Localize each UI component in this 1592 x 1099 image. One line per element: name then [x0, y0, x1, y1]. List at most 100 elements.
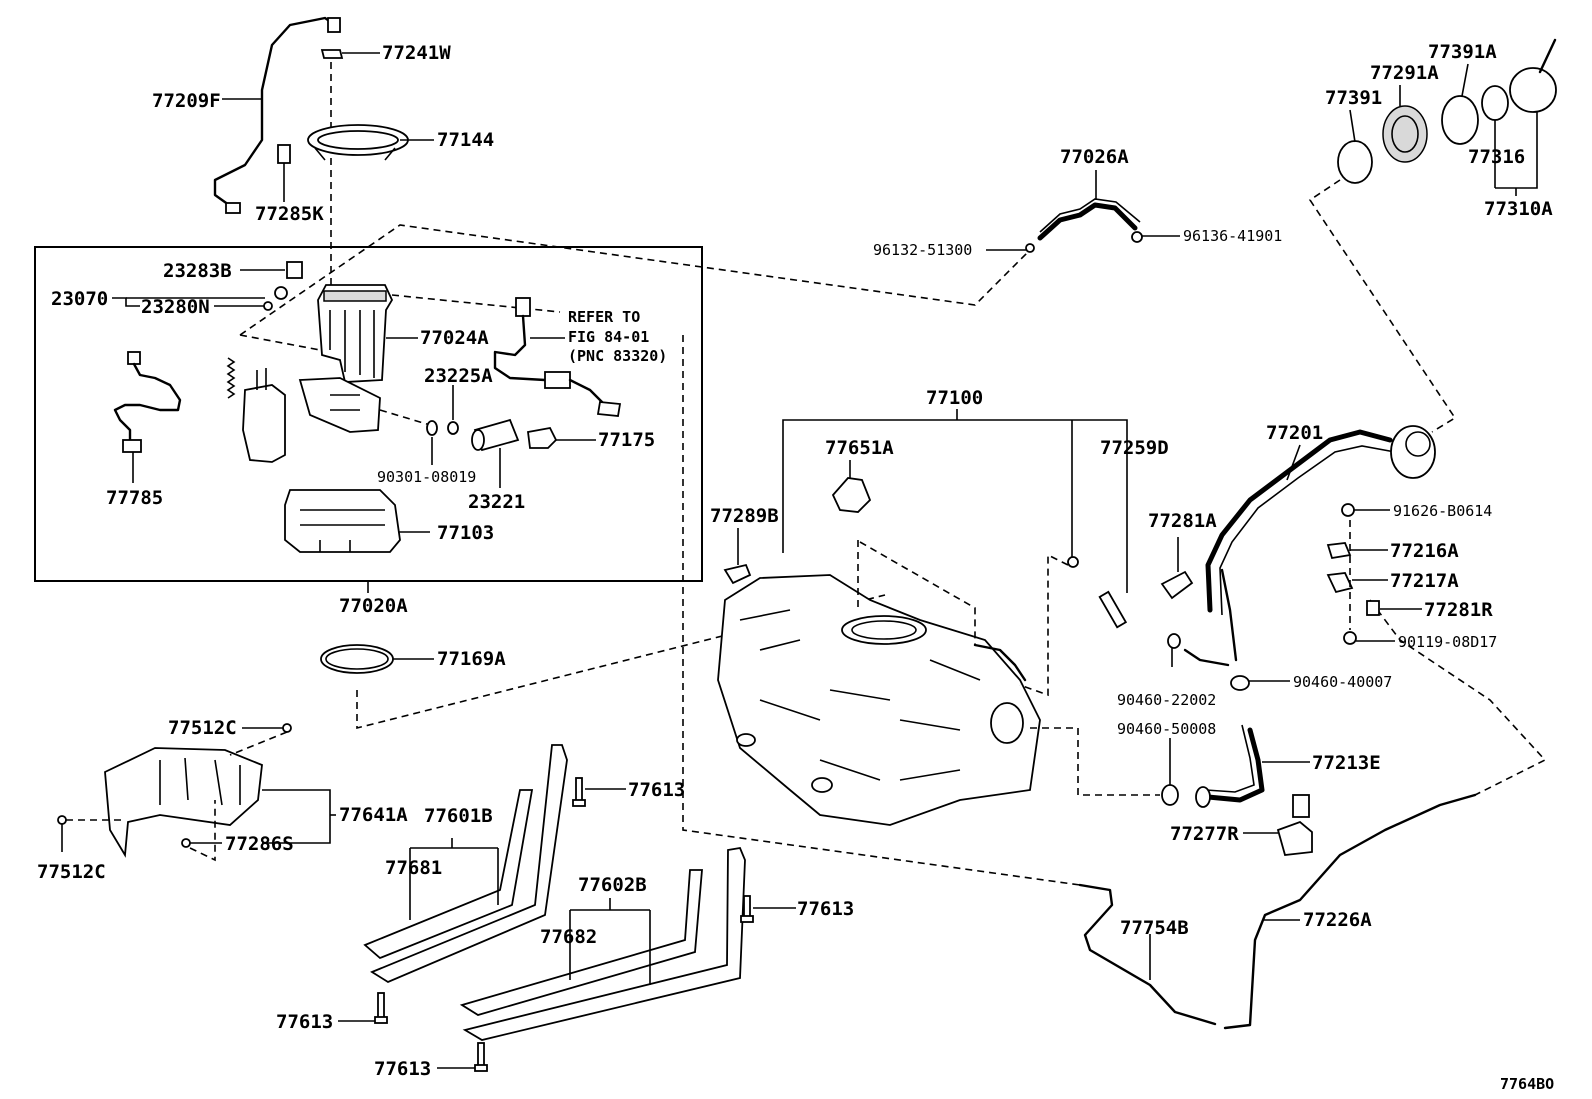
- cap-77310a: [1509, 67, 1557, 113]
- bolt-91626-b0614: [1341, 503, 1355, 517]
- gasket-77391a: [1441, 95, 1479, 145]
- label-90460-22002: 90460-22002: [1117, 691, 1216, 709]
- tube-77226a: [1223, 793, 1477, 1030]
- clamp-90460-50008: [1161, 784, 1179, 806]
- label-77144: 77144: [437, 129, 494, 151]
- label-91626-b0614: 91626-B0614: [1393, 502, 1492, 520]
- label-77681: 77681: [385, 857, 442, 879]
- label-77281r: 77281R: [1424, 599, 1493, 621]
- label-77216a: 77216A: [1390, 540, 1459, 562]
- bracket-77281a: [1160, 570, 1194, 600]
- bracket-77651a: [831, 477, 872, 513]
- label-77641a: 77641A: [339, 804, 408, 826]
- label-77785: 77785: [106, 487, 163, 509]
- oring-90301-08019: [426, 420, 438, 436]
- label-96136-41901: 96136-41901: [1183, 227, 1282, 245]
- part-23225a: [447, 421, 459, 435]
- bolt-77512c-top: [282, 723, 292, 733]
- label-77226a: 77226A: [1303, 909, 1372, 931]
- sender-gauge-77785: [113, 351, 182, 483]
- protector-77277r: [1276, 794, 1313, 856]
- label-77602b: 77602B: [578, 874, 647, 896]
- label-77613-c: 77613: [276, 1011, 333, 1033]
- label-77286s: 77286S: [225, 833, 294, 855]
- strap-77602b: [459, 846, 746, 1041]
- bracket-77175: [527, 426, 558, 449]
- wiring-harness: [493, 297, 622, 417]
- fuel-pump-module-77024a: [317, 284, 394, 383]
- diagram-code: 7764BO: [1500, 1075, 1554, 1093]
- label-77391: 77391: [1325, 87, 1382, 109]
- bolt-77613-b: [740, 895, 796, 923]
- part-23283b: [286, 261, 303, 279]
- label-77651a: 77651A: [825, 437, 894, 459]
- clip-77216a: [1326, 542, 1352, 560]
- clamp-96136-41901: [1131, 231, 1143, 243]
- label-77391a: 77391A: [1428, 41, 1497, 63]
- label-77281a: 77281A: [1148, 510, 1217, 532]
- label-90460-40007: 90460-40007: [1293, 673, 1392, 691]
- bolt-77613-a: [572, 777, 626, 807]
- label-77512c-top: 77512C: [168, 717, 237, 739]
- label-77291a: 77291A: [1370, 62, 1439, 84]
- part-23280n-ring: [274, 286, 288, 300]
- clamp-90460-40007: [1230, 675, 1250, 691]
- label-77169a: 77169A: [437, 648, 506, 670]
- bolt-77512c-bottom: [57, 815, 67, 825]
- clip-77217a: [1326, 572, 1354, 594]
- refer-line-3: (PNC 83320): [568, 347, 667, 365]
- clip-77289b: [723, 563, 752, 585]
- label-23280n: 23280N: [141, 296, 210, 318]
- clip-77259d: [1067, 556, 1079, 568]
- label-77512c-bottom: 77512C: [37, 861, 106, 883]
- breather-hose-77026a: [1037, 198, 1141, 241]
- spring-float: [226, 357, 286, 463]
- label-77754b: 77754B: [1120, 917, 1189, 939]
- label-77175: 77175: [598, 429, 655, 451]
- fuel-tank-77100: [717, 574, 1041, 826]
- gasket-77391: [1337, 140, 1373, 184]
- filler-cap-group: [1337, 38, 1557, 184]
- pump-bracket: [298, 377, 381, 433]
- label-77613-b: 77613: [797, 898, 854, 920]
- label-90119-08d17: 90119-08D17: [1398, 633, 1497, 651]
- refer-line-2: FIG 84-01: [568, 328, 649, 346]
- ring-77316: [1481, 85, 1509, 121]
- label-23221: 23221: [468, 491, 525, 513]
- bolt-77613-c: [338, 992, 388, 1024]
- label-77285k: 77285K: [255, 203, 324, 225]
- label-77100: 77100: [926, 387, 983, 409]
- label-77316: 77316: [1468, 146, 1525, 168]
- label-23283b: 23283B: [163, 260, 232, 282]
- label-77241w: 77241W: [382, 42, 451, 64]
- fuel-inlet-hose-77213e: [1195, 724, 1265, 808]
- fuel-line-77209f: [213, 16, 341, 214]
- label-77024a: 77024A: [420, 327, 489, 349]
- filler-pipe-77201: [1205, 425, 1436, 662]
- label-77209f: 77209F: [152, 90, 221, 112]
- label-77277r: 77277R: [1170, 823, 1239, 845]
- label-77289b: 77289B: [710, 505, 779, 527]
- label-96132-51300: 96132-51300: [873, 241, 972, 259]
- label-77613-d: 77613: [374, 1058, 431, 1080]
- label-77217a: 77217A: [1390, 570, 1459, 592]
- bolt-77613-d: [437, 1042, 488, 1072]
- refer-line-1: REFER TO: [568, 308, 640, 326]
- fuel-pump-23221: [471, 418, 520, 488]
- part-23280n: [263, 301, 273, 311]
- label-90460-50008: 90460-50008: [1117, 720, 1216, 738]
- lock-ring-77144: [307, 124, 409, 161]
- clamp-96132-51300: [1025, 243, 1035, 253]
- clip-77241w: [320, 49, 344, 59]
- label-77213e: 77213E: [1312, 752, 1381, 774]
- pump-housing-77103: [284, 489, 430, 553]
- label-23225a: 23225A: [424, 365, 493, 387]
- bolt-90119-08d17: [1343, 631, 1357, 645]
- label-23070: 23070: [51, 288, 108, 310]
- strap-77601b: [363, 744, 568, 984]
- clip-77286s: [181, 838, 191, 848]
- valve-77259d: [1098, 590, 1128, 629]
- label-77682: 77682: [540, 926, 597, 948]
- label-77026a: 77026A: [1060, 146, 1129, 168]
- label-77601b: 77601B: [424, 805, 493, 827]
